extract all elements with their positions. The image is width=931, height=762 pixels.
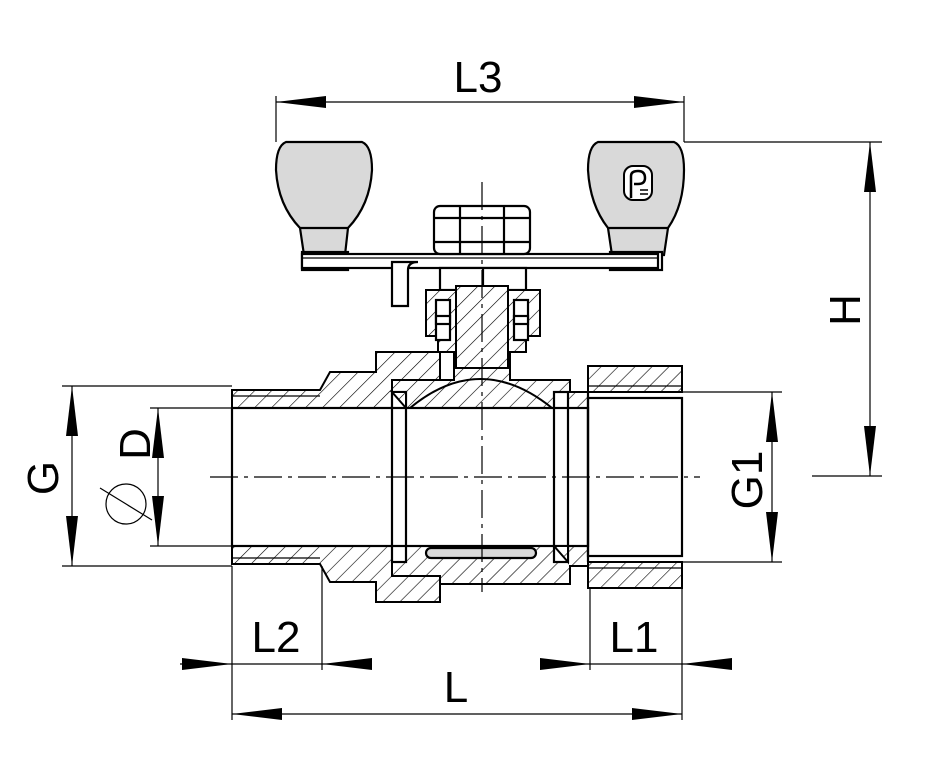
brand-logo-icon [623,165,653,201]
dimension-label-l3: L3 [454,53,503,102]
stem-section [425,285,541,383]
handle-wing-left [274,140,374,257]
butterfly-handle [274,140,686,308]
dimension-label-l: L [444,663,468,712]
dimension-h [684,141,882,477]
handle-stop-hook [390,260,419,308]
valve-body-center [389,367,589,585]
dimension-label-h: H [821,294,870,326]
dimension-label-l1: L1 [610,613,659,662]
dimension-l1 [540,588,732,720]
dimension-d [150,407,232,547]
dimension-label-g: G [19,461,68,495]
handle-bar [300,252,660,270]
dimension-label-l2: L2 [252,613,301,662]
diameter-icon [99,483,153,525]
dimension-l2 [180,566,372,720]
dimension-g [62,385,232,567]
dimension-l [232,708,682,720]
dimension-l3 [275,96,685,142]
dimension-g1 [682,391,782,563]
dimension-label-g1: G1 [723,451,772,510]
dimension-label-d: D [111,428,160,460]
